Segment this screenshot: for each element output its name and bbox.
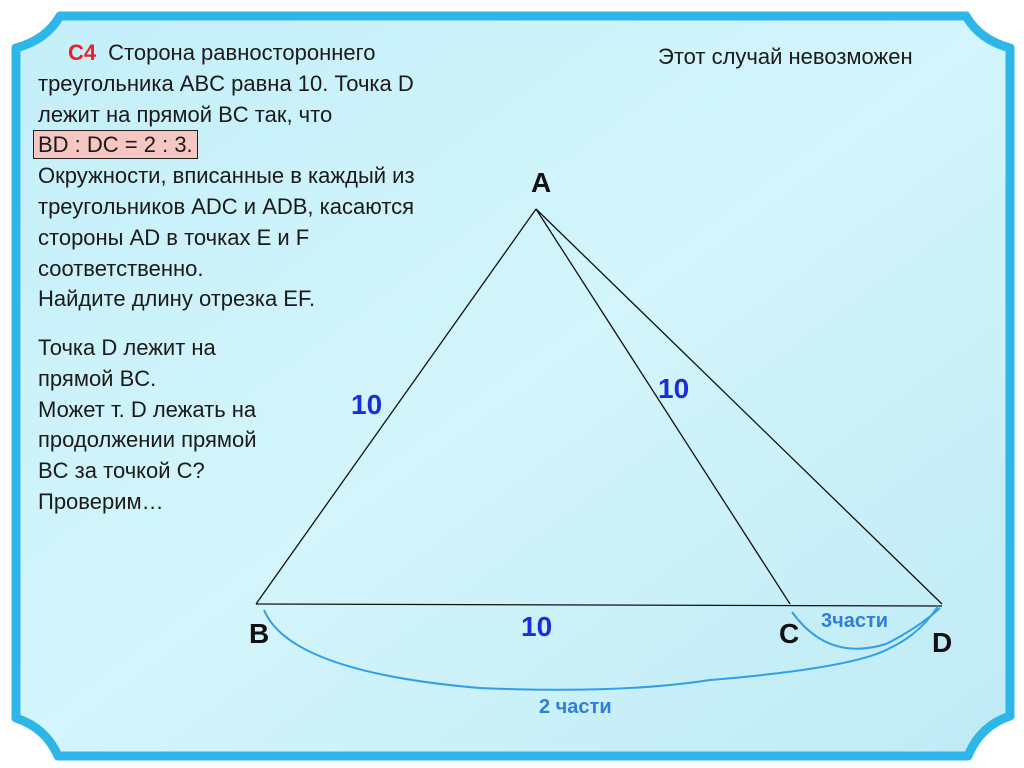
vertex-label-c: C — [779, 618, 799, 649]
vertex-label-d: D — [932, 627, 952, 658]
reasoning-line-1: Точка D лежит на — [38, 335, 216, 360]
reasoning-line-4: продолжении прямой — [38, 427, 257, 453]
side-ab — [255, 208, 537, 605]
frame-panel — [11, 11, 1015, 761]
reasoning-line-3: Может т. D лежать на — [38, 396, 257, 422]
segment-bd — [255, 603, 943, 607]
brace-bd — [263, 605, 939, 691]
reasoning-line-5: BC за точкой C? — [38, 458, 205, 484]
problem-line-5: Окружности, вписанные в каждый из — [38, 163, 415, 189]
problem-line-6: треугольников ADC и ADB, касаются — [38, 193, 414, 219]
ratio-highlight: BD : DC = 2 : 3. — [33, 130, 198, 160]
problem-line-4: BD : DC = 2 : 3. — [33, 130, 498, 161]
side-label-ab: 10 — [351, 389, 382, 420]
problem-code: С4 — [68, 40, 97, 65]
vertex-label-b: B — [249, 618, 269, 649]
reasoning-line-6: Проверим… — [38, 488, 164, 514]
side-label-ac: 10 — [658, 373, 689, 404]
side-ac — [535, 208, 791, 605]
reasoning-text: Точка D лежит на прямой BC. Может т. D л… — [38, 333, 318, 518]
problem-line-2: треугольника ABC равна 10. Точка D — [38, 70, 414, 96]
brace-cd — [791, 607, 941, 650]
reasoning-line-2: прямой BC. — [38, 365, 157, 391]
problem-line-1: С4 Сторона равностороннего — [38, 38, 498, 69]
part-label-cd: 3части — [821, 610, 888, 632]
vertex-label-a: A — [531, 167, 551, 198]
side-label-bc: 10 — [521, 611, 552, 642]
problem-text-1: Сторона равностороннего — [108, 40, 376, 65]
problem-statement: С4 Сторона равностороннего треугольника A… — [33, 38, 498, 315]
problem-line-3: лежит на прямой BC так, что — [38, 101, 333, 127]
problem-line-8: соответственно. — [38, 255, 204, 281]
verdict-text: Этот случай невозможен — [658, 44, 913, 69]
segment-ad — [535, 208, 943, 605]
problem-line-7: стороны AD в точках E и F — [38, 224, 310, 250]
problem-line-9: Найдите длину отрезка EF. — [38, 286, 316, 312]
part-label-bd: 2 части — [539, 696, 612, 718]
